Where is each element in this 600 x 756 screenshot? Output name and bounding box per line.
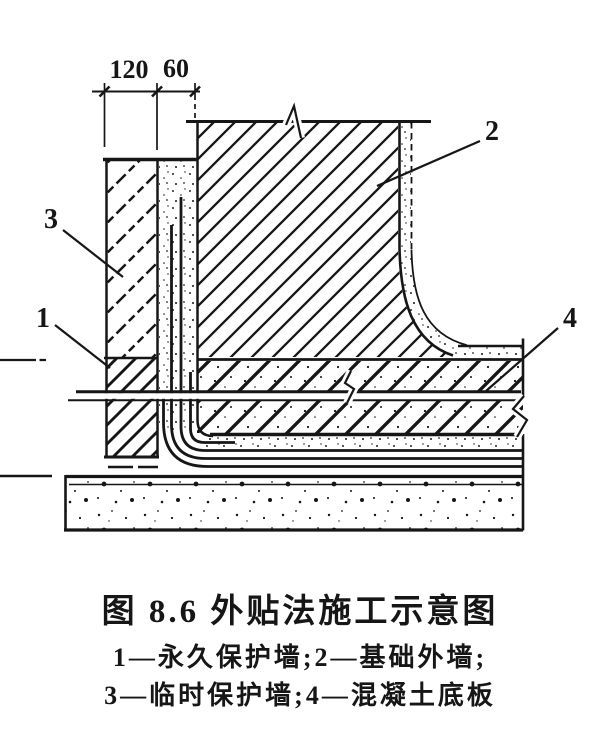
callout-2-label: 2: [485, 116, 499, 147]
callout-leaders: [54, 139, 559, 392]
leader-2: [376, 139, 481, 188]
protective-layer-stipple: [205, 437, 523, 451]
break-symbols: [282, 92, 533, 440]
dimension-tick: [98, 85, 111, 98]
dimension-tick: [189, 85, 201, 98]
membrane-stub-gap: [66, 393, 521, 399]
figure-legend-line-2: 3—临时保护墙;4—混凝土底板: [104, 681, 496, 710]
dimension-label-120: 120: [110, 55, 149, 84]
leader-4: [485, 327, 559, 392]
figure-legend-line-1: 1—永久保护墙;2—基础外墙;: [112, 643, 488, 672]
construction-detail-diagram: 120 60 1 2 3 4: [0, 54, 577, 532]
leader-3: [62, 229, 124, 278]
slab-lower-band-fill: [197, 400, 523, 433]
membrane-stub-lines: [68, 390, 521, 402]
dimension-label-60: 60: [163, 54, 189, 83]
dimension-tick: [151, 85, 163, 98]
callout-1-label: 1: [36, 303, 50, 334]
concrete-cushion-fill: [66, 478, 523, 529]
wall-outer-finish-strip: [398, 121, 523, 358]
slab-upper-band-fill: [197, 361, 523, 392]
structural-outlines: [0, 120, 525, 532]
permanent-protection-wall-fill: [106, 358, 157, 457]
callout-4-label: 4: [563, 303, 577, 334]
callout-3-label: 3: [44, 204, 58, 235]
figure-caption: 图 8.6 外贴法施工示意图: [101, 594, 499, 630]
temporary-protection-wall-fill: [106, 160, 157, 358]
dimension-annotation: [92, 83, 201, 150]
waterproof-membrane: [162, 197, 523, 468]
leader-1: [54, 324, 111, 369]
